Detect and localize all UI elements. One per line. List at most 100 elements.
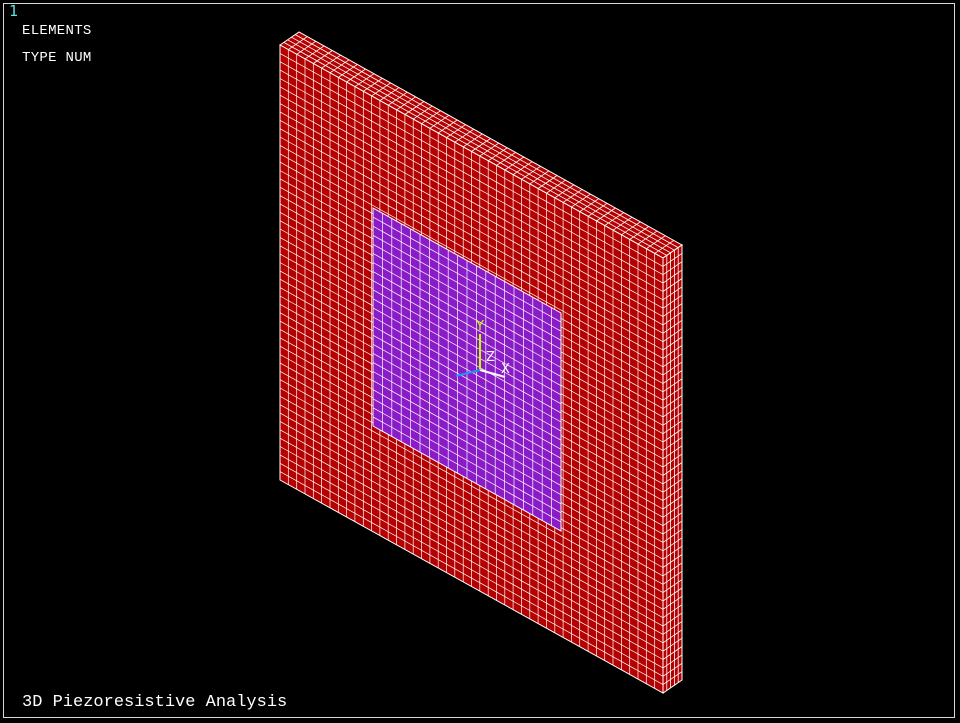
mesh-line [304,45,325,60]
mesh-line [662,562,683,577]
mesh-line [662,386,683,401]
mesh-line [662,319,683,334]
mesh-line [279,395,664,610]
mesh-line [546,179,566,194]
mesh-line [372,325,562,432]
mesh-line [288,36,308,50]
mesh-line [662,328,683,343]
mesh-line [329,59,350,74]
mesh-line [662,520,683,535]
mesh-line [372,262,562,368]
mesh-line [662,662,683,677]
mesh-line [521,165,541,180]
mesh-line [363,77,383,92]
mesh-line [279,61,664,276]
mesh-line [372,298,562,405]
y-axis-label: Y [475,319,484,334]
mesh-line [662,579,683,593]
mesh-line [291,36,675,251]
mesh-line [372,389,562,496]
mesh-line [662,587,683,602]
mesh-line [662,637,683,652]
mesh-line [662,554,683,568]
plate-side-mesh [662,247,683,691]
mesh-line [621,221,641,236]
mesh-line [662,629,683,644]
mesh-line [421,110,441,125]
coordinate-triad: X Y Z [455,319,510,378]
mesh-line [372,225,562,332]
mesh-line [372,280,562,387]
mesh-line [372,316,562,423]
mesh-line [279,446,664,660]
mesh-line [295,34,679,248]
mesh-line [662,286,683,301]
mesh-line [279,78,664,292]
mesh-line [662,420,683,435]
mesh-line [279,119,664,334]
mesh-line [279,53,664,267]
mesh-line [562,189,583,203]
mesh-line [371,82,391,97]
mesh-line [279,421,664,635]
mesh-line [487,147,508,162]
mesh-line [662,445,683,460]
mesh-line [437,119,458,134]
mesh-line [279,136,664,351]
mesh-line [372,253,562,359]
mesh-line [471,138,491,152]
mesh-line [372,343,562,450]
mesh-line [346,68,366,83]
mesh-line [662,361,683,376]
mesh-line [662,336,683,351]
mesh-line [662,503,683,518]
plate-top-mesh [283,34,679,256]
mesh-line [283,42,667,256]
mesh-line [372,416,562,523]
mesh-line [504,156,525,171]
mesh-line [554,184,575,199]
mesh-line [637,230,658,245]
mesh-line [662,462,683,476]
mesh-line [662,311,683,326]
mesh-line [662,370,683,384]
mesh-line [662,437,683,451]
mesh-line [662,470,683,485]
mesh-line [454,128,475,143]
mesh-line [279,145,664,359]
mesh-line [279,86,664,301]
mesh-line [662,395,683,409]
mesh-line [596,207,616,222]
mesh-line [372,371,562,477]
mesh-line [372,334,562,441]
z-axis-arrow [455,369,481,377]
mesh-line [279,128,664,343]
mesh-line [662,595,683,610]
mesh-line [479,142,500,157]
z-axis-label: Z [486,350,495,365]
mesh-line [404,101,425,115]
mesh-line [354,73,375,88]
mesh-line [662,487,683,501]
mesh-line [372,243,562,350]
mesh-line [512,161,533,176]
mesh-line [372,398,562,505]
piezo-layer-mesh [372,213,562,526]
mesh-line [629,226,649,240]
plot-title: 3D Piezoresistive Analysis [22,693,288,712]
mesh-line [372,271,562,377]
mesh-line [579,198,599,213]
mesh-line [279,462,664,677]
legend-type-num-label: TYPE NUM [22,50,92,66]
mesh-line [279,387,664,602]
mesh-line [396,96,416,111]
mesh-line [372,289,562,396]
graphics-window-frame [3,3,955,718]
mesh-line [612,216,633,231]
mesh-line [321,54,341,69]
mesh-line [296,40,316,55]
mesh-line [662,253,683,267]
window-number: 1 [9,2,19,20]
